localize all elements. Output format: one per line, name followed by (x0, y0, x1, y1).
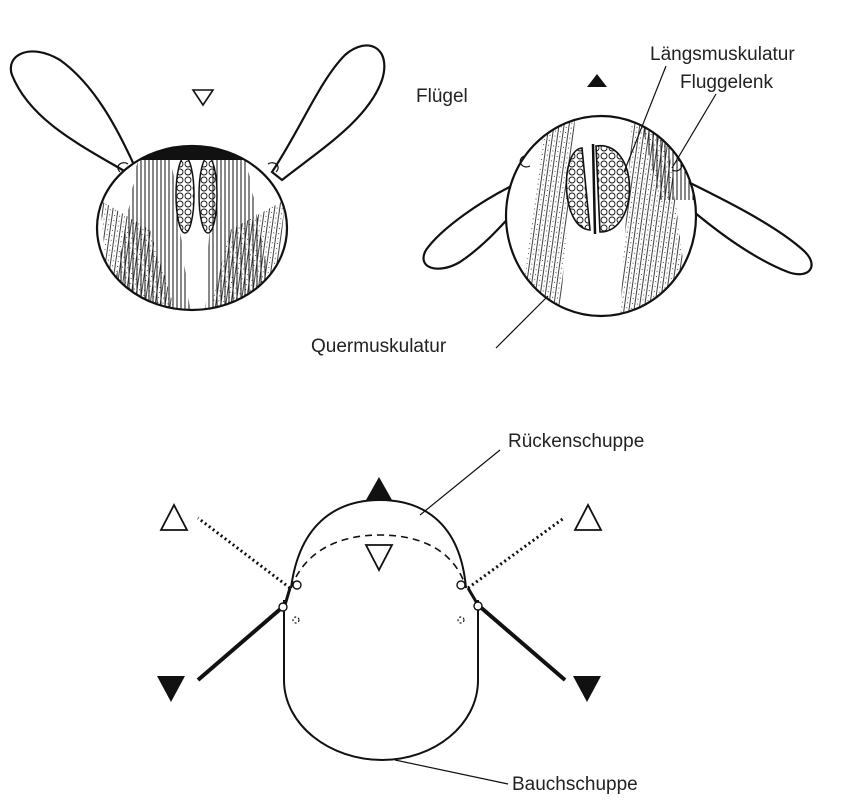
filled-triangle-icon (573, 676, 601, 702)
wing-down-right (478, 605, 565, 680)
wing-down-left (198, 605, 285, 680)
open-triangle-icon (193, 90, 213, 105)
label-fluegel: Flügel (416, 86, 468, 107)
open-triangle-icon (366, 545, 392, 570)
joint-left-lower (279, 603, 287, 611)
joint-right-lower (474, 602, 482, 610)
joint-left-upper (293, 581, 301, 589)
label-rueckenschuppe: Rückenschuppe (508, 431, 644, 452)
bauchschuppe-outline (284, 600, 478, 760)
open-triangle-icon (161, 505, 187, 530)
leader-rueckenschuppe (420, 450, 500, 515)
right-wing-lower-right (680, 178, 812, 274)
wing-up-left (198, 518, 290, 588)
schematic-thorax (157, 477, 601, 760)
filled-triangle-icon (366, 477, 392, 500)
filled-triangle-icon (157, 676, 185, 702)
thorax-wings-down (424, 74, 812, 316)
label-laengsmuskulatur: Längsmuskulatur (650, 44, 795, 65)
leader-bauchschuppe (395, 760, 508, 784)
left-wing-upper-right (272, 45, 384, 180)
joint-right-upper (457, 581, 465, 589)
label-bauchschuppe: Bauchschuppe (512, 774, 638, 795)
open-triangle-icon (575, 505, 601, 530)
label-fluggelenk: Fluggelenk (680, 72, 773, 93)
leader-quermuskulatur (496, 296, 548, 348)
leader-fluggelenk (672, 94, 716, 168)
label-quermuskulatur: Quermuskulatur (311, 336, 447, 357)
left-wing-upper-left (11, 51, 134, 172)
rueckenschuppe-up (291, 500, 466, 588)
thorax-wings-up (11, 45, 385, 310)
filled-triangle-icon (587, 74, 607, 87)
wing-up-right (468, 518, 564, 588)
